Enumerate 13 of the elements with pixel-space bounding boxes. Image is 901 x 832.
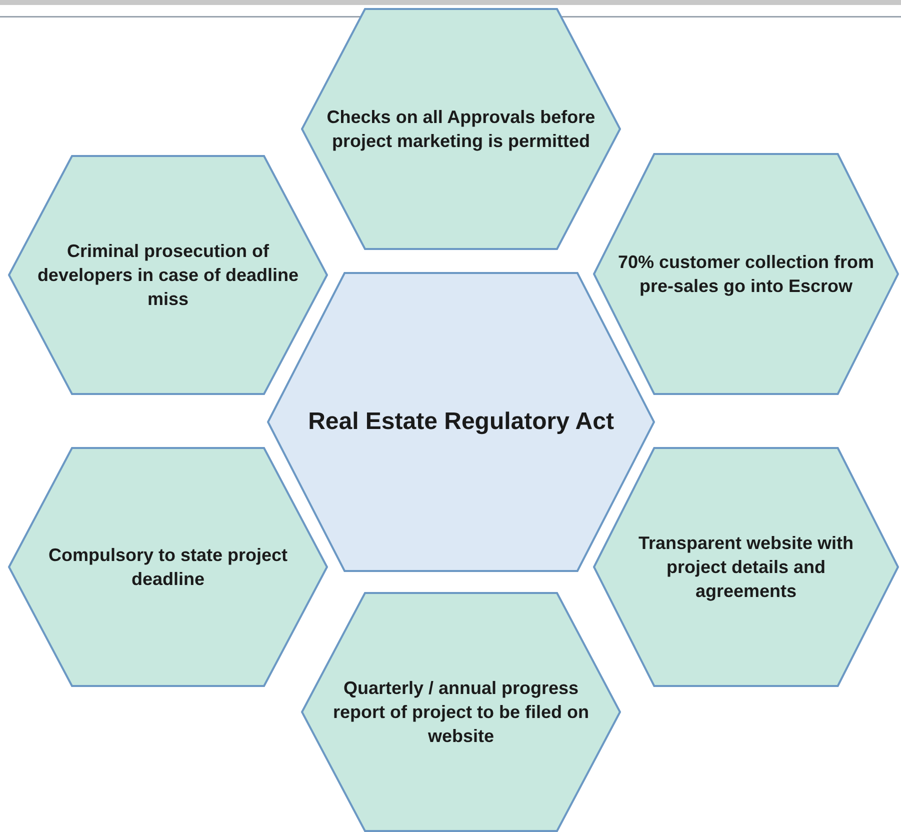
hexagon-label: Transparent website with project details and agreements (637, 532, 855, 604)
hexagon (301, 8, 621, 250)
hexagon-label: Quarterly / annual progress report of project to be filed on website (332, 676, 590, 748)
hexagon (8, 155, 328, 395)
hexagon-label: Criminal prosecution of developers in case of deadline miss (36, 240, 300, 312)
hexagon-label: Checks on all Approvals before project marketing is permitted (326, 106, 596, 153)
hexagon (301, 592, 621, 832)
hexagon (593, 153, 899, 395)
hexagon (593, 447, 899, 687)
hexagon-label: Compulsory to state project deadline (47, 544, 289, 591)
hexagon-label: Real Estate Regulatory Act (308, 406, 614, 437)
hexagon (8, 447, 328, 687)
hexagon-label: 70% customer collection from pre-sales go into Escrow (617, 250, 875, 298)
